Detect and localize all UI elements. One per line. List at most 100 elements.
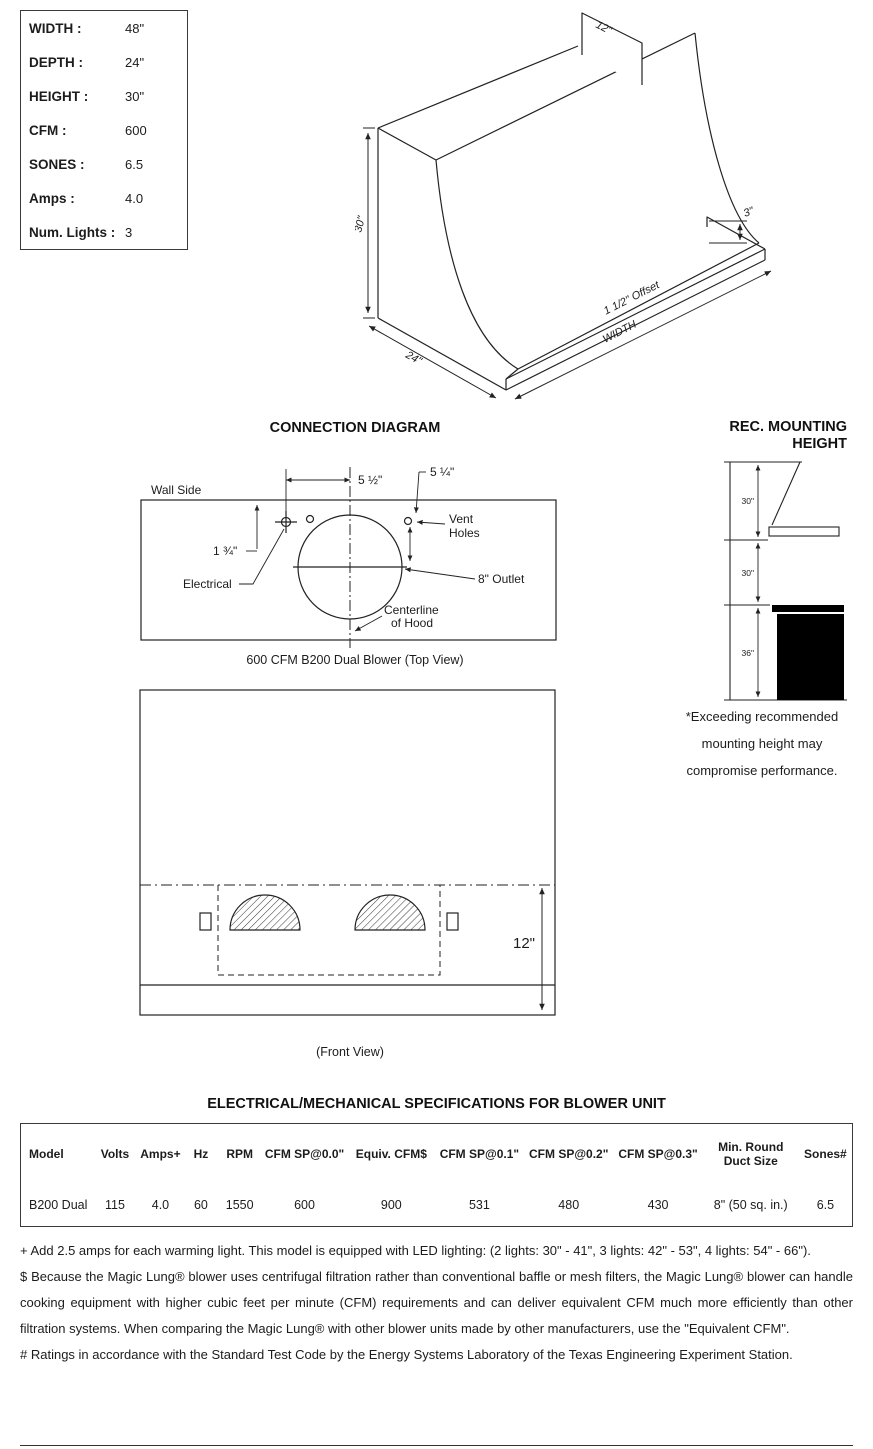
vent-hole-left xyxy=(305,514,315,524)
col-header-volts: Volts xyxy=(100,1147,130,1161)
spec-label-width: WIDTH : xyxy=(29,20,82,36)
cell-cfm-sp01: 531 xyxy=(468,1198,490,1212)
duct-outline xyxy=(581,12,643,85)
cell-duct-size: 8" (50 sq. in.) xyxy=(713,1198,788,1212)
spec-table-title: ELECTRICAL/MECHANICAL SPECIFICATIONS FOR… xyxy=(207,1096,666,1112)
mounting-dim-bottom-label: 36" xyxy=(742,648,754,658)
iso-lip-dim-label: 3" xyxy=(742,205,757,220)
cell-sones: 6.5 xyxy=(816,1198,835,1212)
mounting-dim-top-label: 30" xyxy=(742,496,754,506)
spec-row-cfm: CFM : 600 xyxy=(21,113,187,147)
footnote-equivalent-cfm: $ Because the Magic Lung® blower uses ce… xyxy=(20,1269,853,1336)
mounting-height-note: *Exceeding recommended mounting height m… xyxy=(648,703,873,784)
col-header-cfm-sp02: CFM SP@0.2" xyxy=(529,1147,609,1161)
isometric-hood-drawing: 30" 24" WIDTH 1 1/2" Offset 12" 3" xyxy=(355,12,772,400)
hood-profile-line xyxy=(771,461,801,526)
cell-cfm-sp02: 480 xyxy=(558,1198,580,1212)
front-view-drawing: 12" xyxy=(139,689,556,1016)
cell-volts: 115 xyxy=(104,1198,125,1212)
vent-hole-right xyxy=(403,516,413,526)
col-header-cfm-sp01: CFM SP@0.1" xyxy=(439,1147,520,1161)
spec-label-lights: Num. Lights : xyxy=(29,224,116,240)
col-header-duct-size: Min. Round Duct Size xyxy=(718,1140,784,1168)
connection-diagram-heading: CONNECTION DIAGRAM xyxy=(269,420,441,436)
spec-value-lights: 3 xyxy=(125,224,133,240)
mounting-note-line1: *Exceeding recommended xyxy=(685,709,839,724)
iso-dimension-lines xyxy=(363,127,772,400)
spec-row-sones: SONES : 6.5 xyxy=(21,147,187,181)
spec-value-width: 48" xyxy=(125,20,145,36)
spec-value-cfm: 600 xyxy=(125,122,147,138)
electrical-label: Electrical xyxy=(183,577,232,591)
spec-label-sones: SONES : xyxy=(29,156,85,172)
front-view-caption: (Front View) xyxy=(316,1045,384,1059)
mounting-height-title-line2: HEIGHT xyxy=(792,436,847,452)
connection-diagram-drawing: Wall Side 5 ½" 5 ¼" 1 ¾" Electrical Vent… xyxy=(140,465,557,648)
spec-row-amps: Amps : 4.0 xyxy=(21,181,187,215)
dim-5-quarter-label: 5 ¼" xyxy=(430,465,454,479)
top-view-caption: 600 CFM B200 Dual Blower (Top View) xyxy=(246,653,464,667)
mounting-dim-mid-label: 30" xyxy=(742,568,754,578)
blower-left xyxy=(229,894,301,931)
mounting-height-title: REC. MOUNTING HEIGHT xyxy=(625,419,847,453)
col-header-sones: Sones# xyxy=(804,1147,847,1161)
cell-rpm: 1550 xyxy=(225,1198,254,1212)
hood-top-view-box xyxy=(140,499,557,641)
spec-row-width: WIDTH : 48" xyxy=(21,11,187,45)
iso-depth-dim-label: 24" xyxy=(403,349,425,368)
blower-right xyxy=(354,894,426,931)
spec-row-height: HEIGHT : 30" xyxy=(21,79,187,113)
spec-row-depth: DEPTH : 24" xyxy=(21,45,187,79)
product-specs-box: WIDTH : 48" DEPTH : 24" HEIGHT : 30" CFM… xyxy=(20,10,188,250)
dim-5-half-label: 5 ½" xyxy=(358,473,382,487)
col-header-cfm-sp00: CFM SP@0.0" xyxy=(264,1147,345,1161)
vent-holes-label-line2: Holes xyxy=(449,526,480,540)
hood-front-box xyxy=(139,689,556,1016)
spec-table-data-row: B200 Dual 115 4.0 60 1550 600 900 531 48… xyxy=(21,1184,852,1226)
front-view-outline xyxy=(139,689,556,1016)
cell-model: B200 Dual xyxy=(29,1198,88,1212)
col-header-equiv-cfm: Equiv. CFM$ xyxy=(355,1147,427,1161)
centerline-label-line1: Centerline xyxy=(384,603,439,617)
spec-value-depth: 24" xyxy=(125,54,145,70)
col-header-model: Model xyxy=(29,1147,64,1161)
conn-dimension-lines xyxy=(239,467,476,648)
footnote-amps: + Add 2.5 amps for each warming light. T… xyxy=(20,1243,811,1258)
mounting-height-drawing: 30" 30" 36" xyxy=(724,461,847,701)
iso-height-dim-label: 30" xyxy=(355,214,368,234)
cell-amps: 4.0 xyxy=(151,1198,170,1212)
spec-label-cfm: CFM : xyxy=(29,122,67,138)
col-header-rpm: RPM xyxy=(226,1147,253,1161)
col-header-hz: Hz xyxy=(193,1147,209,1161)
centerline-label-line2: of Hood xyxy=(391,616,433,630)
footnotes: + Add 2.5 amps for each warming light. T… xyxy=(20,1238,853,1368)
duct-face xyxy=(582,13,642,85)
mounting-note-line2: mounting height may xyxy=(701,736,823,751)
dim-1-three-quarter-label: 1 ¾" xyxy=(213,544,237,558)
spec-value-height: 30" xyxy=(125,88,145,104)
vent-holes-label-line1: Vent xyxy=(449,512,474,526)
outlet-label: 8" Outlet xyxy=(478,572,525,586)
wall-side-label: Wall Side xyxy=(151,483,202,497)
cell-equiv-cfm: 900 xyxy=(380,1198,402,1212)
spec-row-lights: Num. Lights : 3 xyxy=(21,215,187,249)
cell-cfm-sp03: 430 xyxy=(647,1198,669,1212)
bottom-rule xyxy=(20,1445,853,1446)
cell-hz: 60 xyxy=(193,1198,208,1212)
range-silhouette xyxy=(772,605,844,700)
col-header-cfm-sp03: CFM SP@0.3" xyxy=(618,1147,698,1161)
bracket-left xyxy=(199,912,212,931)
spec-label-amps: Amps : xyxy=(29,190,75,206)
cell-cfm-sp00: 600 xyxy=(294,1198,315,1212)
top-view-outline xyxy=(140,499,557,641)
spec-label-height: HEIGHT : xyxy=(29,88,89,104)
front-height-dim-label: 12" xyxy=(513,935,535,952)
spec-table: Model Volts Amps+ Hz RPM CFM SP@0.0" Equ… xyxy=(20,1123,853,1227)
col-header-amps: Amps+ xyxy=(140,1147,181,1161)
spec-value-amps: 4.0 xyxy=(125,190,144,206)
hood-rim-profile xyxy=(768,526,840,537)
hood-outline xyxy=(377,12,766,391)
mounting-height-title-line1: REC. MOUNTING xyxy=(729,419,847,435)
mounting-note-line3: compromise performance. xyxy=(686,763,838,778)
